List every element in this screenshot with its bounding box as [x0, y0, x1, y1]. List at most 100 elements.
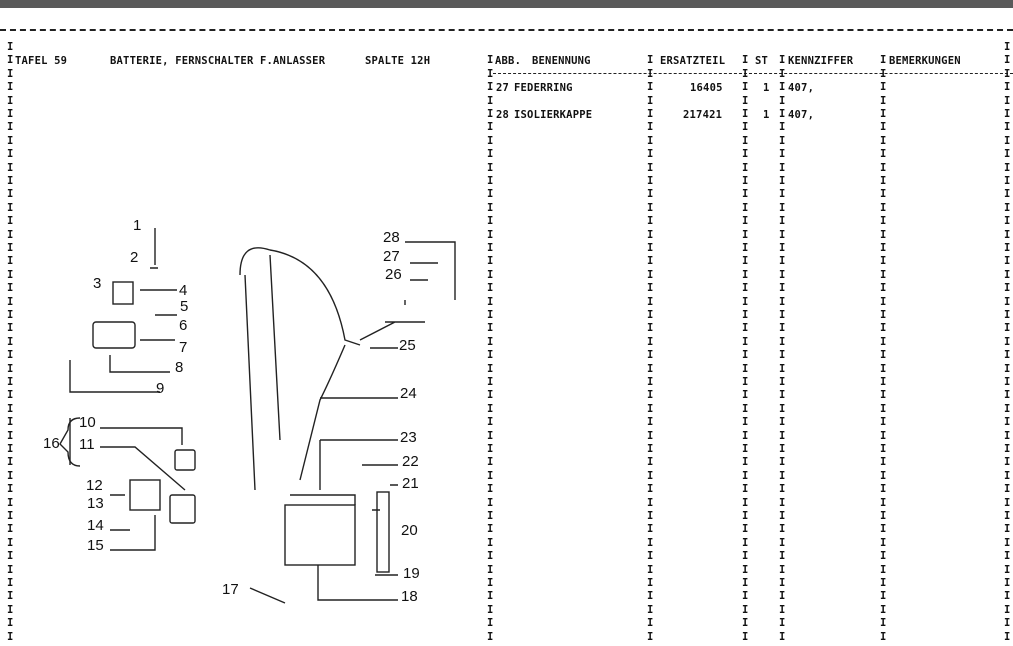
- border-char: I: [647, 215, 654, 228]
- border-char: I: [880, 389, 887, 402]
- border-char: I: [880, 108, 887, 120]
- border-char: I: [7, 630, 14, 643]
- border-char: I: [779, 175, 786, 187]
- callout-label-9: 9: [156, 380, 165, 397]
- border-char: I: [742, 362, 749, 375]
- border-char: I: [1004, 108, 1011, 120]
- row-benennung: FEDERRING: [514, 82, 573, 94]
- border-char: I: [647, 456, 654, 469]
- border-char: I: [647, 630, 654, 643]
- border-char: I: [647, 335, 654, 348]
- border-char: I: [880, 309, 887, 321]
- border-char: I: [742, 54, 749, 67]
- border-char: I: [487, 389, 494, 402]
- border-char: I: [487, 134, 494, 147]
- cable-drawing: [239, 247, 361, 491]
- border-char: I: [742, 335, 749, 348]
- border-char: I: [487, 268, 494, 281]
- border-char: I: [487, 322, 494, 335]
- border-char: I: [880, 523, 887, 536]
- col-benennung: BENENNUNG: [532, 55, 591, 67]
- border-char: I: [880, 349, 887, 362]
- callout-label-15: 15: [87, 537, 104, 554]
- border-char: I: [1004, 443, 1011, 455]
- border-char: I: [1004, 349, 1011, 362]
- border-char: I: [487, 456, 494, 469]
- border-char: I: [7, 550, 14, 563]
- border-char: I: [779, 496, 786, 509]
- border-char: I: [880, 536, 887, 549]
- border-char: I: [7, 81, 14, 94]
- border-char: I: [779, 523, 786, 536]
- row-st: 1: [763, 82, 770, 94]
- border-char: I: [779, 94, 786, 107]
- border-char: I: [779, 309, 786, 321]
- border-char: I: [1004, 510, 1011, 522]
- border-char: I: [1004, 376, 1011, 388]
- border-char: I: [742, 469, 749, 482]
- border-char: I: [880, 335, 887, 348]
- border-char: I: [742, 389, 749, 402]
- border-char: I: [742, 416, 749, 429]
- border-char: I: [742, 215, 749, 228]
- border-char: I: [647, 201, 654, 214]
- border-char: I: [647, 362, 654, 375]
- border-char: I: [647, 550, 654, 563]
- border-char: I: [647, 402, 654, 415]
- border-char: I: [647, 175, 654, 187]
- border-char: I: [7, 255, 14, 268]
- border-char: I: [742, 161, 749, 174]
- border-char: I: [880, 469, 887, 482]
- row-kennziffer: 407,: [788, 109, 815, 121]
- row-abb: 27: [496, 82, 510, 94]
- border-char: I: [880, 322, 887, 335]
- border-char: I: [7, 483, 14, 496]
- border-char: I: [742, 255, 749, 268]
- border-char: I: [647, 121, 654, 134]
- border-char: I: [1004, 148, 1011, 161]
- border-char: I: [1004, 242, 1011, 254]
- border-char: I: [1004, 496, 1011, 509]
- border-char: I: [7, 456, 14, 469]
- border-char: I: [742, 242, 749, 254]
- border-char: I: [880, 402, 887, 415]
- border-char: I: [487, 630, 494, 643]
- border-char: I: [742, 456, 749, 469]
- border-char: I: [7, 389, 14, 402]
- border-char: I: [487, 54, 494, 67]
- border-char: I: [1004, 416, 1011, 429]
- border-char: I: [487, 94, 494, 107]
- border-char: I: [7, 577, 14, 589]
- border-char: I: [742, 322, 749, 335]
- border-char: I: [779, 228, 786, 241]
- row-ersatzteil: 217421: [683, 109, 723, 121]
- border-char: I: [880, 201, 887, 214]
- top-divider: [0, 29, 1013, 31]
- border-char: I: [647, 67, 654, 80]
- border-char: I: [487, 376, 494, 388]
- border-char: I: [647, 523, 654, 536]
- border-char: I: [487, 563, 494, 576]
- border-char: I: [487, 362, 494, 375]
- border-char: I: [487, 188, 494, 201]
- border-char: I: [487, 295, 494, 308]
- border-char: I: [880, 161, 887, 174]
- border-char: I: [880, 630, 887, 643]
- border-char: I: [647, 322, 654, 335]
- callout-label-11: 11: [79, 436, 95, 453]
- border-char: I: [742, 94, 749, 107]
- border-char: I: [1004, 255, 1011, 268]
- header-divider: [493, 73, 1013, 74]
- border-char: I: [742, 268, 749, 281]
- border-char: I: [7, 349, 14, 362]
- border-char: I: [487, 443, 494, 455]
- row-abb: 28: [496, 109, 510, 121]
- border-char: I: [1004, 282, 1011, 295]
- callout-label-19: 19: [403, 565, 420, 582]
- callout-label-2: 2: [130, 249, 139, 266]
- border-char: I: [779, 121, 786, 134]
- border-char: I: [742, 563, 749, 576]
- border-char: I: [779, 603, 786, 616]
- border-char: I: [742, 536, 749, 549]
- callout-label-3: 3: [93, 275, 102, 292]
